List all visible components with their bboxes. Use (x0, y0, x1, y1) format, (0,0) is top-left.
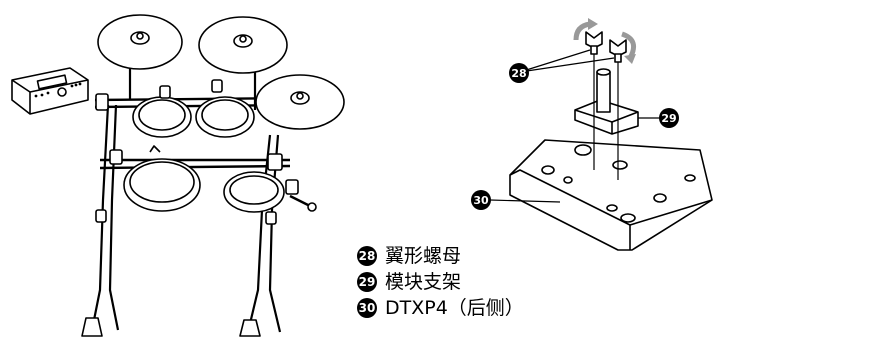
ride-cymbal (255, 74, 345, 130)
callout-30: 30 (471, 190, 491, 210)
module-holder-plate (574, 99, 639, 135)
tom-pad-1 (132, 96, 192, 138)
holder-pipe (596, 68, 611, 113)
crash-cymbal-left (97, 14, 183, 70)
drum-kit-illustration (11, 14, 345, 337)
wing-nut-left (585, 31, 603, 55)
legend-item-module-holder: 29 模块支架 (357, 269, 524, 295)
svg-text:28: 28 (511, 67, 526, 80)
wing-nut-right (609, 39, 627, 63)
callout-29: 29 (659, 108, 679, 128)
rotation-arrow-left (573, 21, 591, 41)
snare-pad (123, 145, 201, 212)
rack-foot-left (81, 317, 103, 337)
legend-number-30: 30 (357, 298, 377, 318)
legend-item-wing-nut: 28 翼形螺母 (357, 243, 524, 269)
rack-foot-right (239, 319, 261, 337)
legend-item-dtxp4: 30 DTXP4（后侧） (357, 295, 524, 321)
legend-label-module-holder: 模块支架 (385, 271, 462, 293)
screw-lines (593, 50, 619, 180)
legend-number-29: 29 (357, 272, 377, 292)
legend-number-28: 28 (357, 246, 377, 266)
tom-pad-2 (195, 96, 255, 138)
legend-label-dtxp4: DTXP4（后侧） (385, 297, 524, 319)
parts-legend: 28 翼形螺母 29 模块支架 30 DTXP4（后侧） (357, 243, 524, 321)
leader-lines (489, 49, 660, 203)
drum-module (11, 67, 89, 115)
floor-tom-pad (223, 171, 285, 213)
crash-cymbal-center (198, 16, 288, 74)
dtxp4-module (509, 139, 713, 251)
svg-text:29: 29 (661, 112, 676, 125)
svg-text:30: 30 (473, 194, 489, 207)
rack-clamps (95, 79, 299, 225)
module-holder-illustration (489, 18, 713, 251)
callout-28: 28 (509, 63, 529, 83)
legend-label-wing-nut: 翼形螺母 (385, 245, 462, 267)
